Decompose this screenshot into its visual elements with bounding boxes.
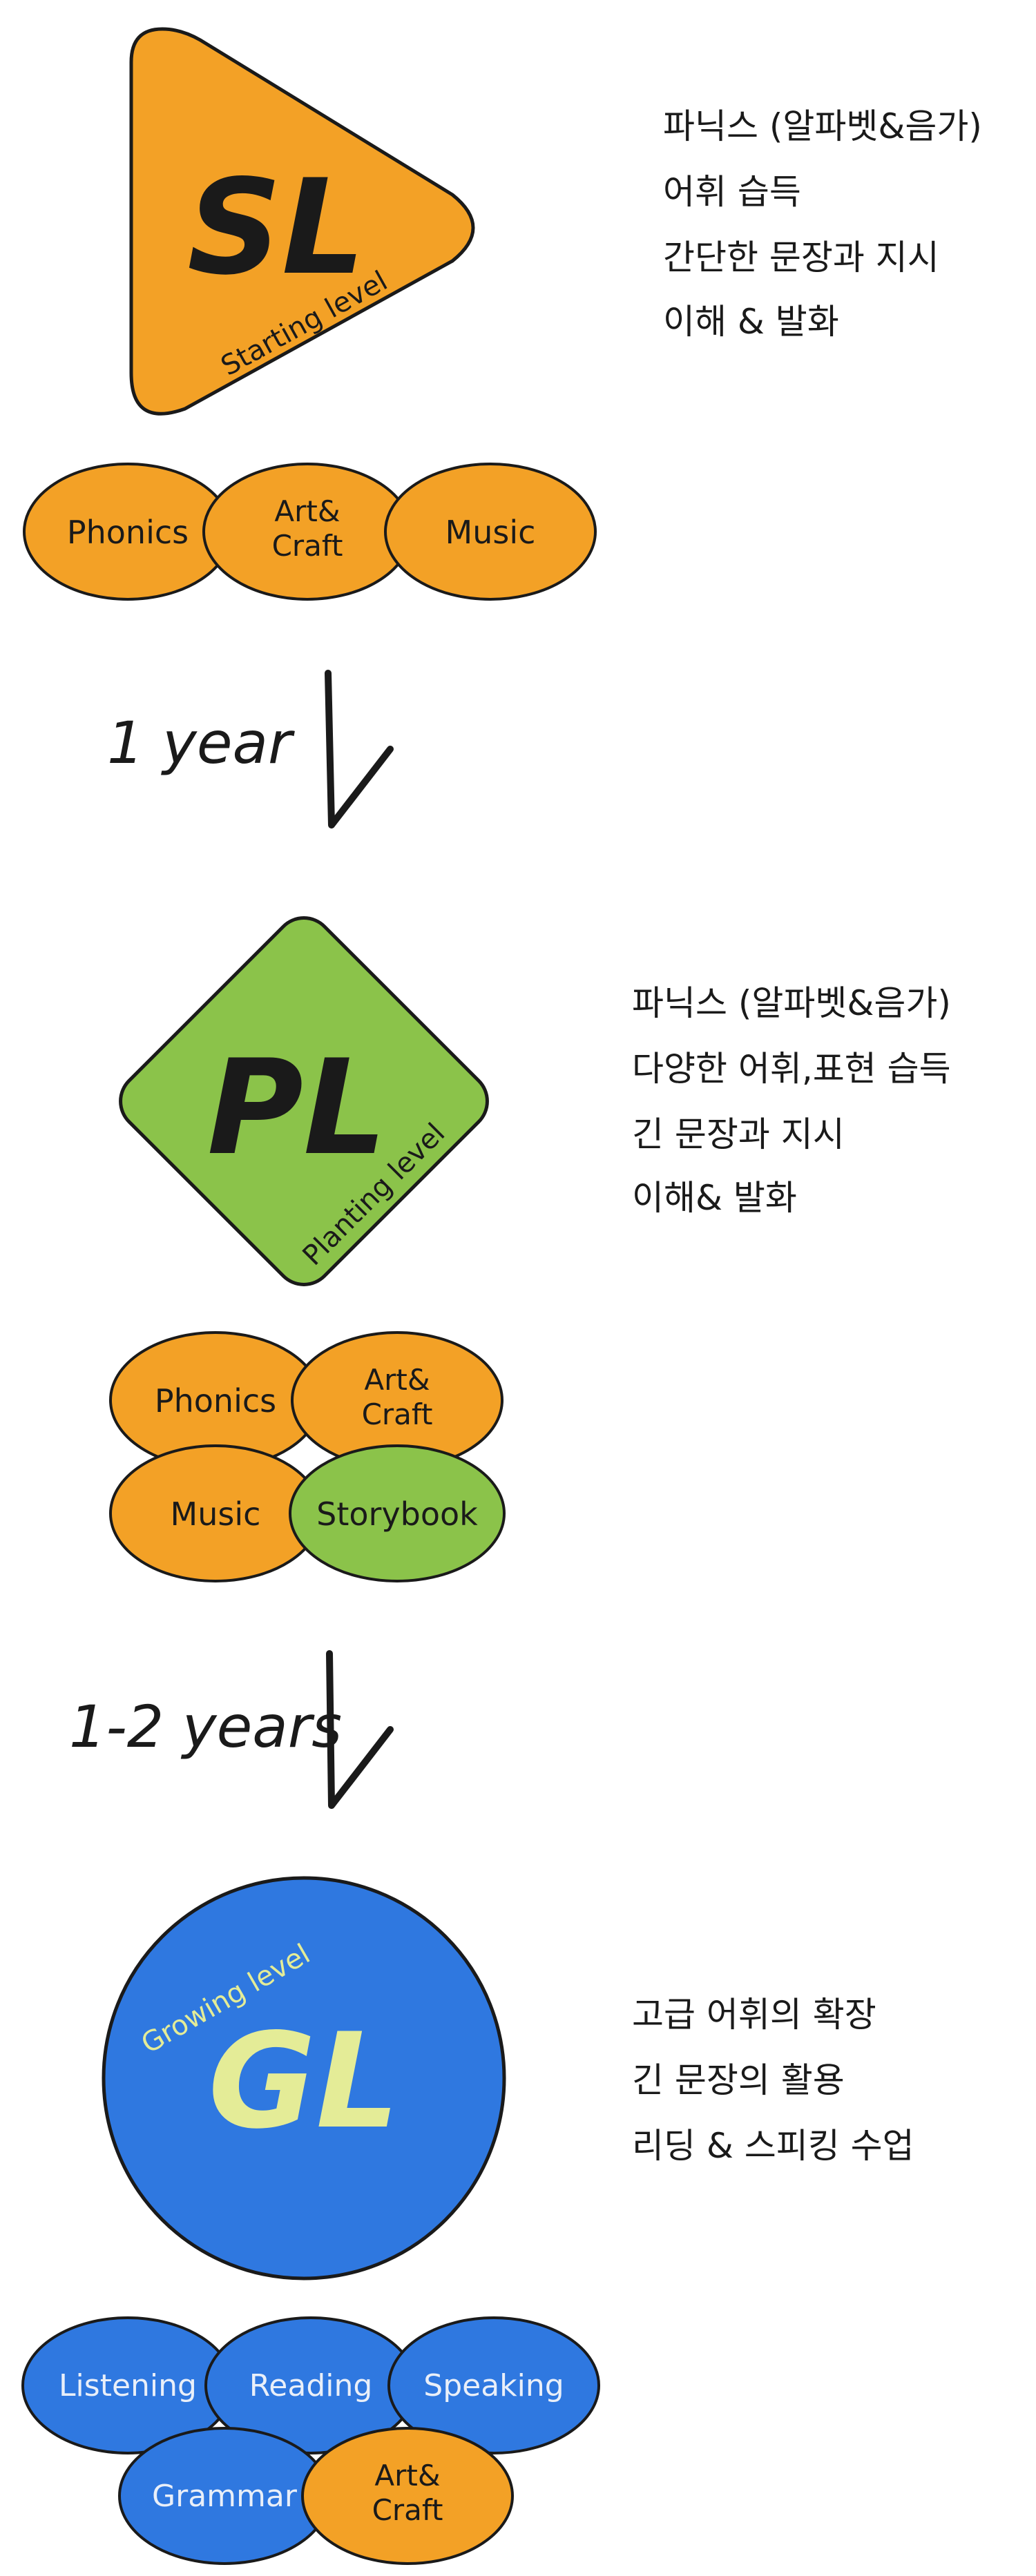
subject-label: Art&	[364, 1363, 430, 1397]
sl-description: 파닉스 (알파벳&음가) 어휘 습득 간단한 문장과 지시 이해 & 발화	[663, 106, 982, 342]
gl-description: 고급 어휘의 확장 긴 문장의 활용 리딩 & 스피킹 수업	[632, 1995, 914, 2166]
transition-duration: 1-2 years	[69, 1693, 342, 1761]
subject-label: Phonics	[67, 514, 189, 551]
subject-bubble-art-craft	[301, 2427, 514, 2565]
pl-description: 파닉스 (알파벳&음가) 다양한 어휘,표현 습득 긴 문장과 지시 이해& 발…	[632, 983, 951, 1218]
pl-description-line: 다양한 어휘,표현 습득	[632, 1049, 951, 1089]
subject-label: Phonics	[155, 1382, 276, 1420]
subject-label: Reading	[249, 2368, 373, 2403]
pl-subjects: Phonics Art& Craft Music Storybook	[109, 1331, 506, 1582]
sl-description-line: 이해 & 발화	[663, 302, 839, 342]
gl-description-line: 리딩 & 스피킹 수업	[632, 2126, 914, 2166]
sl-description-line: 간단한 문장과 지시	[663, 238, 939, 278]
pl-description-line: 파닉스 (알파벳&음가)	[632, 983, 951, 1023]
level-sl: SL Starting level	[129, 27, 475, 416]
transition-1: 1 year	[107, 670, 394, 829]
gl-description-line: 긴 문장의 활용	[632, 2060, 845, 2100]
subject-bubble-storybook	[289, 1444, 506, 1582]
pl-description-line: 이해& 발화	[632, 1178, 797, 1218]
pl-diamond-shape	[119, 916, 489, 1286]
subject-label: Speaking	[423, 2368, 564, 2403]
sl-description-line: 어휘 습득	[663, 172, 801, 212]
subject-bubble-speaking	[387, 2316, 600, 2454]
subject-label: Art&	[274, 494, 340, 528]
subject-label: Craft	[272, 529, 343, 563]
level-gl: GL Growing level	[102, 1876, 506, 2280]
subject-bubble-music	[384, 463, 597, 601]
level-pl: PL Planting level	[119, 916, 489, 1286]
gl-code: GL	[208, 2005, 399, 2158]
checkmark-arrow-icon	[325, 670, 394, 829]
sl-description-line: 파닉스 (알파벳&음가)	[663, 106, 982, 146]
subject-label: Art&	[374, 2459, 440, 2492]
pl-code: PL	[207, 1032, 387, 1184]
transition-2: 1-2 years	[69, 1650, 394, 1809]
subject-label: Grammar	[152, 2479, 298, 2514]
subject-label: Listening	[59, 2368, 197, 2403]
gl-circle-shape	[102, 1876, 506, 2280]
checkmark-arrow-icon	[326, 1650, 394, 1809]
subject-label: Storybook	[316, 1495, 478, 1533]
sl-triangle-shape	[129, 27, 475, 416]
gl-description-line: 고급 어휘의 확장	[632, 1995, 876, 2035]
subject-label: Music	[171, 1495, 261, 1533]
sl-subjects: Phonics Art& Craft Music	[23, 463, 597, 601]
transition-duration: 1 year	[107, 709, 295, 777]
pl-description-line: 긴 문장과 지시	[632, 1114, 845, 1154]
sl-code: SL	[187, 151, 365, 304]
subject-label: Craft	[362, 1397, 433, 1431]
gl-subjects: Listening Reading Speaking Grammar Art& …	[21, 2316, 600, 2565]
subject-label: Craft	[372, 2493, 443, 2527]
subject-label: Music	[445, 514, 536, 551]
